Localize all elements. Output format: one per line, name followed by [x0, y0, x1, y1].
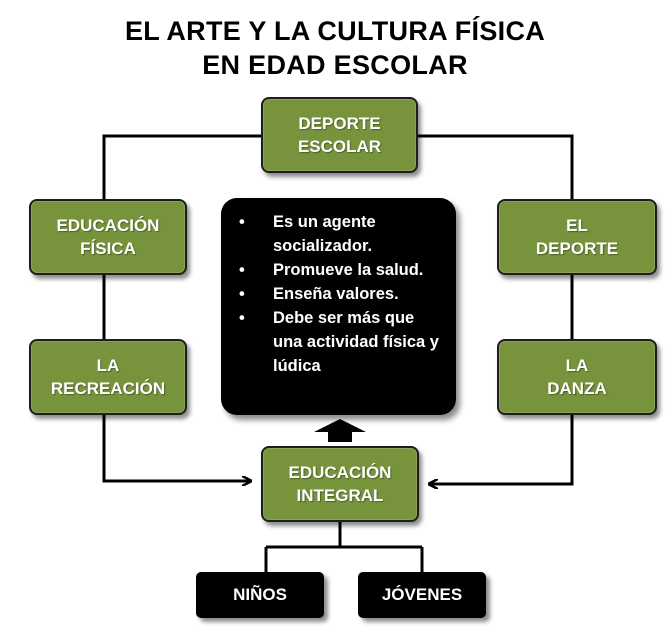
node-educacion-fisica: EDUCACIÓN FÍSICA	[29, 199, 187, 275]
node-jovenes: JÓVENES	[358, 572, 486, 618]
up-arrow-shape	[314, 419, 366, 442]
node-deporte-escolar: DEPORTE ESCOLAR	[261, 97, 418, 173]
characteristic-item: Debe ser más que una actividad física y …	[235, 306, 446, 378]
title-line-1: EL ARTE Y LA CULTURA FÍSICA	[124, 16, 546, 46]
title-line-2: EN EDAD ESCOLAR	[202, 50, 468, 80]
connector-left-arrow	[102, 414, 250, 481]
node-educacion-integral-label: EDUCACIÓN INTEGRAL	[288, 463, 392, 505]
connector-right-arrow	[430, 414, 574, 484]
connector-top-left	[102, 134, 262, 200]
characteristic-item: Es un agente socializador.	[235, 210, 446, 258]
characteristics-box: Es un agente socializador. Promueve la s…	[221, 198, 456, 415]
characteristic-item: Promueve la salud.	[235, 258, 446, 282]
node-la-recreacion-label: LA RECREACIÓN	[50, 356, 166, 398]
node-la-recreacion: LA RECREACIÓN	[29, 339, 187, 415]
node-la-danza-label: LA DANZA	[547, 356, 607, 398]
connector-top-right	[418, 134, 574, 200]
node-la-danza: LA DANZA	[497, 339, 657, 415]
characteristics-list: Es un agente socializador. Promueve la s…	[235, 210, 446, 378]
node-educacion-fisica-label: EDUCACIÓN FÍSICA	[56, 216, 160, 258]
node-ninos: NIÑOS	[196, 572, 324, 618]
node-jovenes-label: JÓVENES	[381, 585, 463, 604]
diagram-title: EL ARTE Y LA CULTURA FÍSICA EN EDAD ESCO…	[0, 14, 670, 82]
node-deporte-escolar-label: DEPORTE ESCOLAR	[297, 114, 382, 156]
connector-bottom-tree	[264, 521, 424, 573]
node-educacion-integral: EDUCACIÓN INTEGRAL	[261, 446, 419, 522]
node-el-deporte: EL DEPORTE	[497, 199, 657, 275]
node-el-deporte-label: EL DEPORTE	[535, 216, 619, 258]
characteristic-item: Enseña valores.	[235, 282, 446, 306]
node-ninos-label: NIÑOS	[233, 585, 287, 604]
